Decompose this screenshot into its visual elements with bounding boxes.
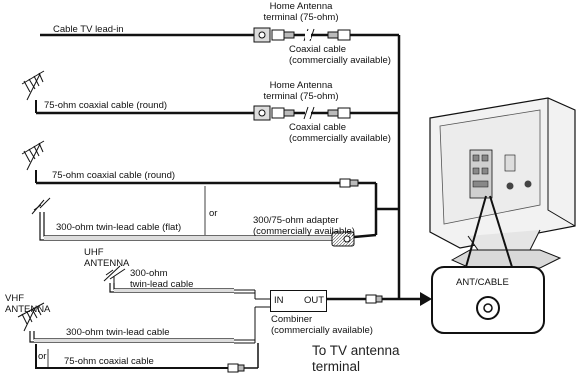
connection-arrow [399,292,432,306]
label-combiner-in: IN [274,295,284,306]
label-or-2: or [38,351,47,362]
combiner-out-plug [365,294,383,304]
label-adapter-line1: 300/75-ohm adapter [253,215,339,226]
label-to-tv-antenna-line2: terminal [312,359,361,374]
vhf-antenna-icon [17,302,45,332]
row2-antenna-coax [21,70,399,121]
label-ant-cable: ANT/CABLE [456,277,509,288]
row1-cable-lead-in [40,27,401,299]
home-antenna-terminal-2 [253,105,271,121]
label-adapter-line2: (commercially available) [253,226,355,237]
label-coaxial-cable-1-line1: Coaxial cable [289,44,347,55]
label-or-1: or [209,208,218,219]
coax-plug-1b [327,29,351,41]
label-combiner-line1: Combiner [271,314,313,325]
tv-rear-view [429,97,576,269]
label-uhf-antenna-line1: UHF [84,247,104,258]
coax-break-2 [294,106,328,120]
label-to-tv-antenna-line1: To TV antenna [312,343,400,358]
home-antenna-terminal-1 [253,27,271,43]
coax-break-1 [294,28,328,42]
ant-cable-jack [476,296,500,320]
label-combiner-line2: (commercially available) [271,325,373,336]
label-vhf-antenna-line2: ANTENNA [5,304,51,315]
adapter-300-75 [331,231,355,247]
coax-plug-2b [327,107,351,119]
label-home-antenna-terminal-2-line2: terminal (75-ohm) [263,91,339,102]
coax-plug-3 [339,178,359,188]
label-coax-round-2: 75-ohm coaxial cable (round) [52,170,176,181]
combiner-box [270,290,327,312]
label-coaxial-cable-1-line2: (commercially available) [289,55,391,66]
label-twin-lead-flat: 300-ohm twin-lead cable (flat) [56,222,182,233]
label-home-antenna-terminal-1-line2: terminal (75-ohm) [263,12,339,23]
label-coaxial-cable-2-line1: Coaxial cable [289,122,347,133]
callout-lines [465,195,513,268]
vhf-coax-cable [35,343,259,373]
label-home-antenna-terminal-2-line1: Home Antenna [269,80,333,91]
label-uhf-antenna-line2: ANTENNA [84,258,130,269]
uhf-antenna-icon [103,265,126,283]
label-home-antenna-terminal-1-line1: Home Antenna [269,1,333,12]
vhf-twin-lead-cable [29,306,270,344]
coax-plug-1a [271,29,295,41]
label-vhf-antenna-line1: VHF [5,293,24,304]
label-vhf-twin-lead: 300-ohm twin-lead cable [66,327,170,338]
row4-uhf-vhf-combiner [17,265,399,373]
label-coaxial-cable-2-line2: (commercially available) [289,133,391,144]
antenna-icon-row3 [21,140,45,171]
row3-antenna-coax-or-twinlead [21,140,399,247]
twin-lead-flat-cable [39,212,332,241]
label-uhf-twin-lead-line2: twin-lead cable [130,279,194,290]
uhf-twin-lead-cable [109,283,270,300]
antenna-icon-row2 [21,70,45,101]
label-coax-round-3: 75-ohm coaxial cable [64,356,154,367]
label-cable-tv-lead-in: Cable TV lead-in [53,24,124,35]
coax-plug-2a [271,107,295,119]
label-coax-round-1: 75-ohm coaxial cable (round) [44,100,168,111]
label-combiner-out: OUT [304,295,325,306]
antenna-icon-row3b [31,197,51,215]
label-uhf-twin-lead-line1: 300-ohm [130,268,168,279]
